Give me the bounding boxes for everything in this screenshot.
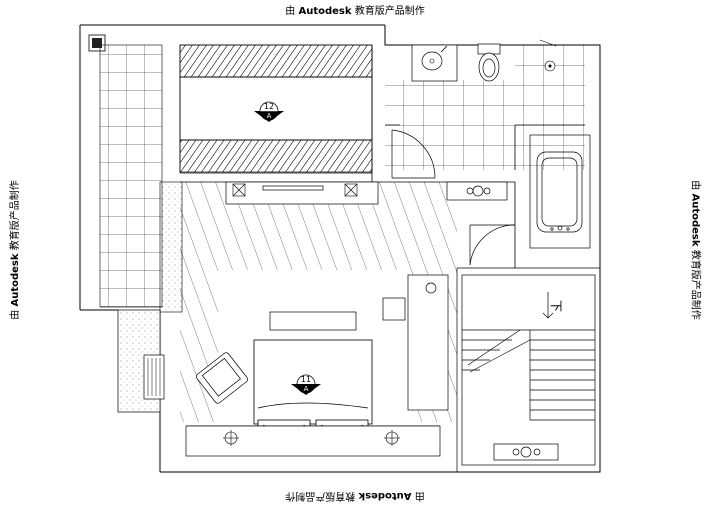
floor-drain-icon: [544, 60, 556, 72]
bathtub-icon: [536, 151, 583, 233]
room-tag-north: 12 A: [254, 101, 284, 122]
sink-icon: [421, 51, 443, 71]
wall-lamp-right-icon: [344, 183, 358, 197]
vanity: [411, 44, 458, 82]
stair-treads: [462, 329, 595, 421]
room-tag-north-sub: A: [267, 112, 272, 120]
room-tag-bedroom-sub: A: [304, 385, 309, 393]
wall-lamp-left-icon: [232, 183, 246, 197]
bathtub-area: [529, 134, 591, 249]
bathroom: [385, 39, 585, 170]
corridor-cabinet: [446, 181, 508, 201]
tv-icon: [262, 185, 324, 191]
watermark-prefix: 由: [285, 6, 296, 17]
outer-walls: [79, 24, 601, 473]
desk: [382, 274, 449, 411]
watermark-top: 由 Autodesk 教育版产品制作: [0, 2, 710, 17]
armchair-icon: [196, 352, 248, 404]
bedroom: [159, 181, 457, 457]
tv-cabinet: [225, 181, 379, 205]
radiator-icon: [143, 354, 165, 400]
room-tag-bedroom-number: 11: [301, 375, 311, 384]
northwest-terrace: [88, 34, 163, 308]
north-room: [179, 44, 373, 174]
headboard-wall: [185, 425, 441, 457]
bench: [269, 311, 357, 331]
bathroom-door: [391, 129, 436, 179]
toilet-icon: [477, 43, 501, 82]
bedside-lamp-right-icon: [384, 430, 400, 446]
room-tag-north-number: 12: [264, 102, 274, 111]
room-tag-bedroom: 11 A: [291, 374, 321, 395]
stair-label: 下: [549, 300, 563, 312]
bedroom-door: [469, 224, 516, 266]
watermark-brand: Autodesk: [298, 6, 352, 17]
bedside-lamp-left-icon: [223, 430, 239, 446]
watermark-suffix: 教育版产品制作: [354, 6, 425, 17]
stair-hall: [456, 267, 600, 472]
west-balcony: [117, 309, 165, 413]
